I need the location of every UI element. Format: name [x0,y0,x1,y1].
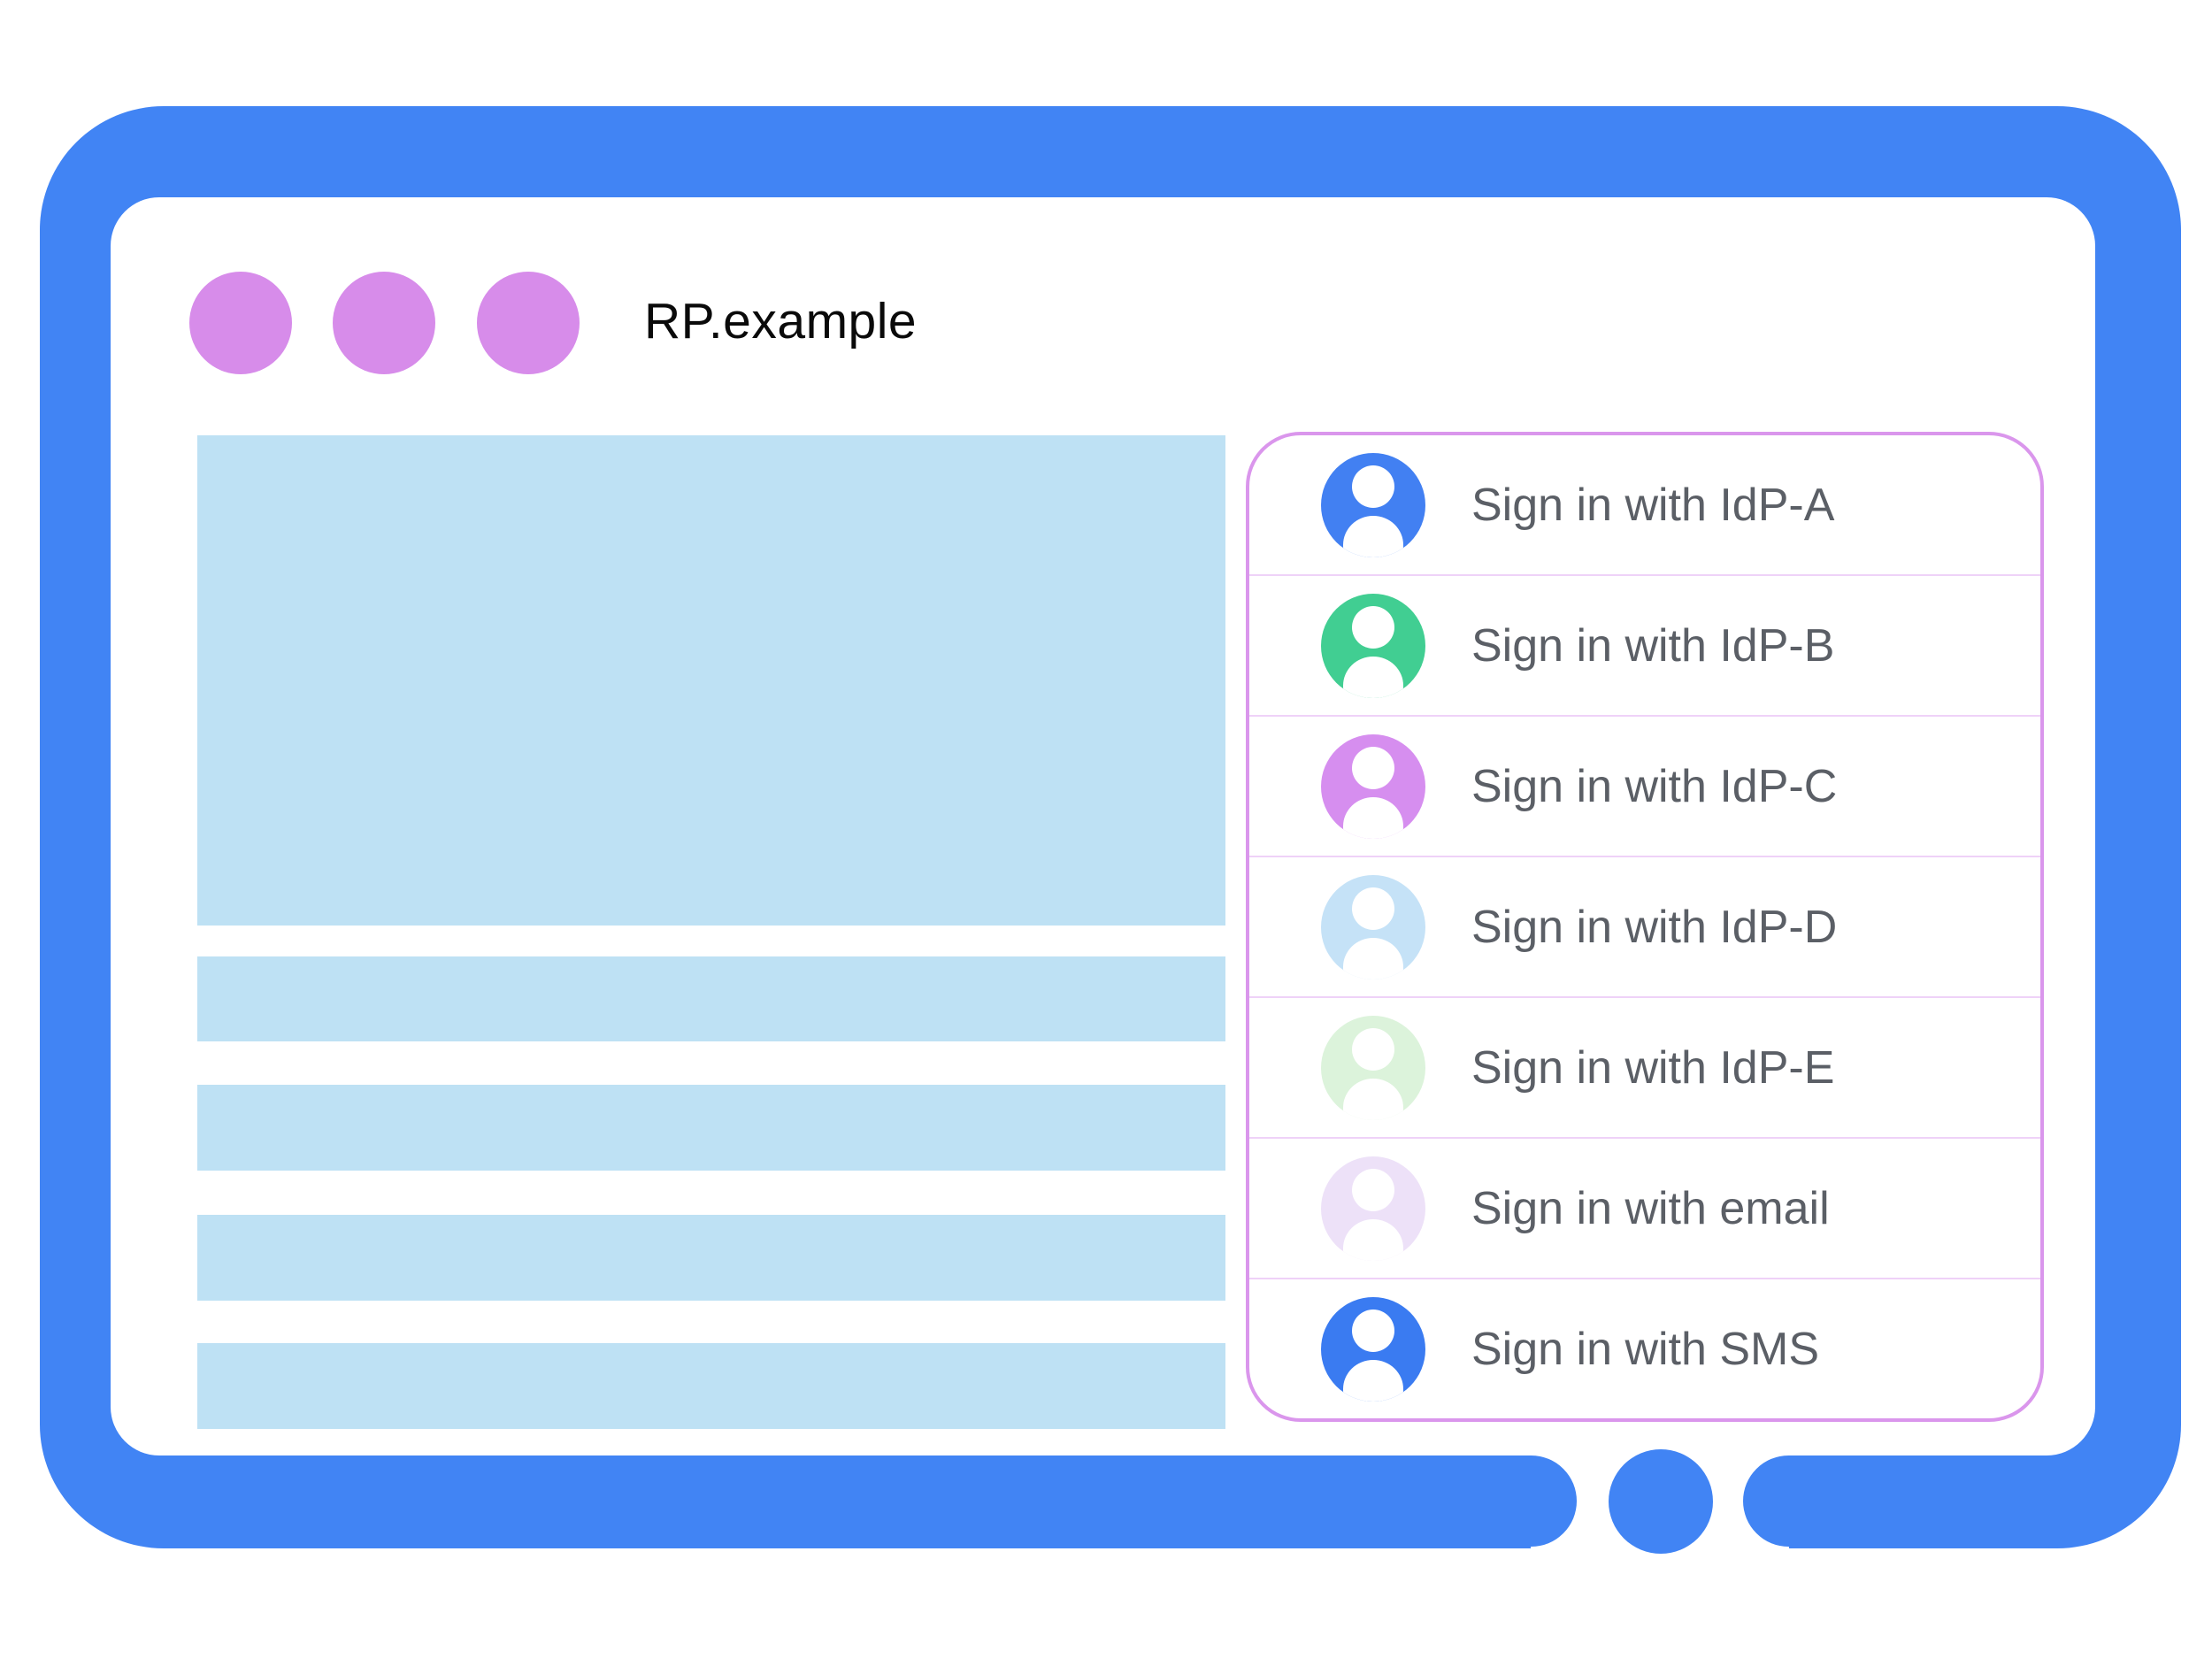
avatar-torso-shape [1342,1360,1404,1402]
content-placeholder-bar [197,1343,1225,1429]
user-avatar-icon [1321,1296,1425,1402]
avatar-head-shape [1351,465,1395,509]
avatar-head-shape [1351,746,1395,790]
content-placeholder-hero [197,435,1225,926]
signin-option-label: Sign in with IdP-E [1471,1041,1835,1094]
signin-option-idp-e[interactable]: Sign in with IdP-E [1249,996,2040,1137]
signin-option-sms[interactable]: Sign in with SMS [1249,1278,2040,1418]
avatar-head-shape [1351,605,1395,649]
content-placeholder-bar [197,956,1225,1041]
content-placeholder-bar [197,1085,1225,1171]
user-avatar-icon [1321,733,1425,839]
user-avatar-icon [1321,1156,1425,1261]
avatar-head-shape [1351,887,1395,931]
avatar-head-shape [1351,1027,1395,1071]
avatar-torso-shape [1342,1219,1404,1261]
signin-option-label: Sign in with IdP-C [1471,760,1838,812]
signin-option-idp-d[interactable]: Sign in with IdP-D [1249,856,2040,996]
user-avatar-icon [1321,452,1425,557]
signin-option-label: Sign in with IdP-D [1471,901,1838,953]
signin-option-idp-c[interactable]: Sign in with IdP-C [1249,715,2040,856]
avatar-torso-shape [1342,797,1404,839]
signin-option-label: Sign in with SMS [1471,1323,1820,1375]
tablet-frame: RP.example Sign in with IdP-A [40,106,2181,1548]
signin-option-email[interactable]: Sign in with email [1249,1137,2040,1278]
avatar-torso-shape [1342,938,1404,979]
signin-option-label: Sign in with IdP-A [1471,479,1835,531]
signin-option-idp-b[interactable]: Sign in with IdP-B [1249,574,2040,715]
signin-option-idp-a[interactable]: Sign in with IdP-A [1249,435,2040,574]
browser-window: RP.example Sign in with IdP-A [111,197,2095,1455]
window-control-dot[interactable] [333,272,435,374]
user-avatar-icon [1321,874,1425,979]
site-title: RP.example [644,293,918,349]
avatar-head-shape [1351,1168,1395,1212]
window-control-dot[interactable] [189,272,292,374]
avatar-head-shape [1351,1309,1395,1353]
avatar-torso-shape [1342,1079,1404,1120]
user-avatar-icon [1321,593,1425,698]
avatar-torso-shape [1342,657,1404,698]
avatar-torso-shape [1342,516,1404,557]
window-control-dot[interactable] [477,272,580,374]
frame-notch-left-cap [1486,1455,1577,1547]
content-placeholder-bar [197,1215,1225,1301]
signin-option-label: Sign in with email [1471,1182,1830,1234]
user-avatar-icon [1321,1015,1425,1120]
home-button[interactable] [1609,1449,1713,1554]
frame-notch-right-cap [1743,1455,1833,1547]
signin-dialog: Sign in with IdP-A Sign in with IdP-B Si… [1246,432,2044,1422]
signin-option-label: Sign in with IdP-B [1471,619,1835,672]
